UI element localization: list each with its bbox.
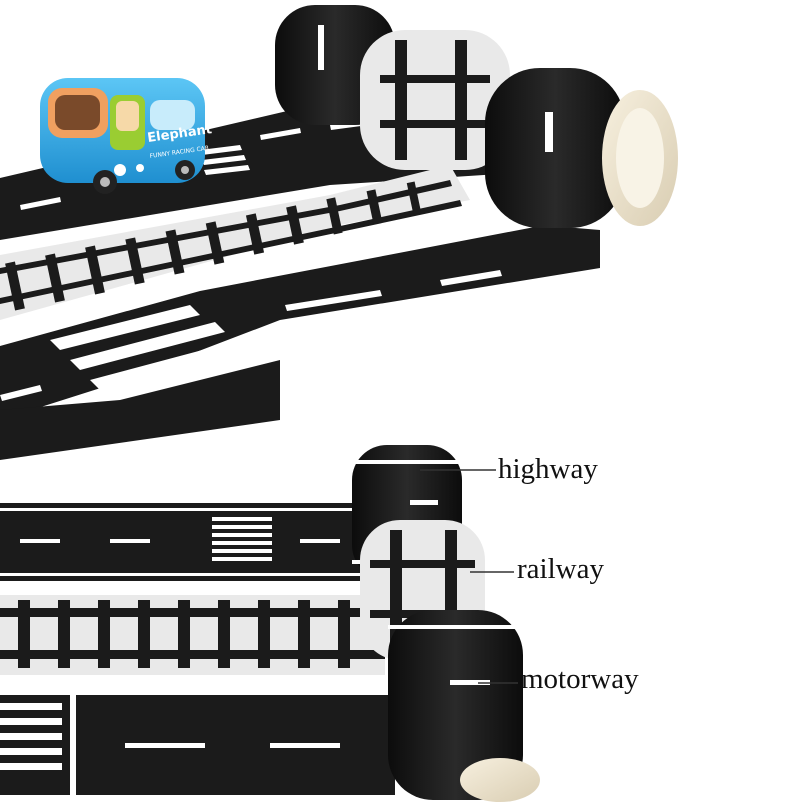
callout-motorway: motorway bbox=[521, 663, 639, 695]
tape-rolls-top bbox=[275, 5, 678, 228]
railway-sleepers-top bbox=[5, 181, 422, 311]
crosswalk-bottom-small bbox=[212, 517, 272, 561]
motorway-tape-bottom bbox=[0, 695, 395, 795]
crosswalk-small bbox=[200, 145, 250, 175]
railway-tape-top bbox=[0, 165, 470, 320]
bottom-photo bbox=[0, 445, 540, 802]
callout-highway: highway bbox=[498, 453, 598, 485]
callout-lines bbox=[420, 469, 518, 684]
tape-rolls-bottom bbox=[352, 445, 540, 802]
railway-tape-bottom bbox=[0, 595, 385, 675]
top-photo: Elephant FUNNY RACING CAR bbox=[0, 5, 678, 460]
crosswalk-bottom-large bbox=[0, 703, 62, 770]
callout-railway: railway bbox=[517, 553, 604, 585]
motorway-tape-top bbox=[0, 220, 600, 460]
toy-car: Elephant FUNNY RACING CAR bbox=[40, 78, 213, 194]
highway-tape-bottom bbox=[0, 503, 380, 581]
railway-sleepers-bottom bbox=[18, 600, 350, 668]
